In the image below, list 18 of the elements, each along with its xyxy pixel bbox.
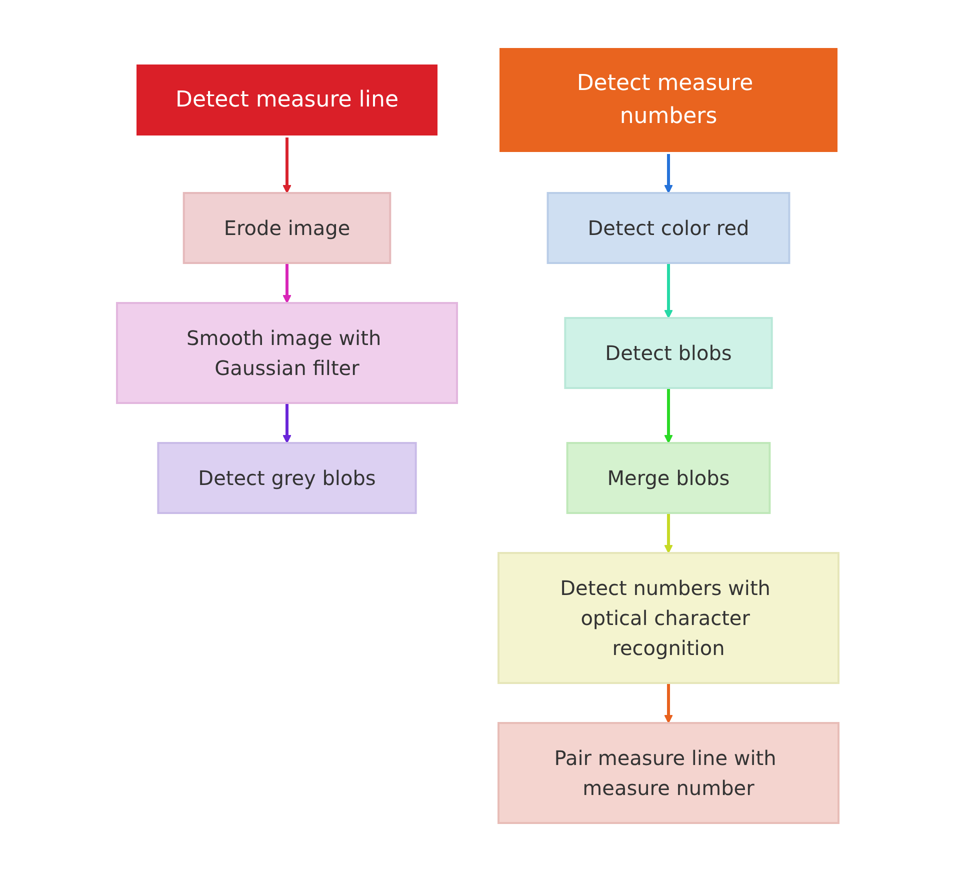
node-box: Erode image — [183, 192, 392, 264]
node-box: Detect grey blobs — [157, 442, 418, 514]
node-box: Detect blobs — [564, 316, 774, 388]
arrow — [282, 136, 292, 193]
arrow — [664, 682, 674, 723]
node-box: Merge blobs — [566, 442, 771, 514]
arrow — [664, 512, 674, 553]
node-box: Detect measure numbers — [498, 46, 840, 154]
arrow — [282, 262, 292, 303]
node-box: Smooth image with Gaussian filter — [116, 302, 458, 404]
node-box: Detect color red — [547, 192, 790, 264]
node-box: Detect numbers with optical character recognition — [498, 552, 840, 684]
arrow — [664, 152, 674, 193]
node-box: Pair measure line with measure number — [498, 722, 840, 824]
node-box: Detect measure line — [134, 62, 440, 137]
arrow — [282, 402, 292, 443]
arrow — [664, 388, 674, 443]
arrow — [664, 262, 674, 318]
